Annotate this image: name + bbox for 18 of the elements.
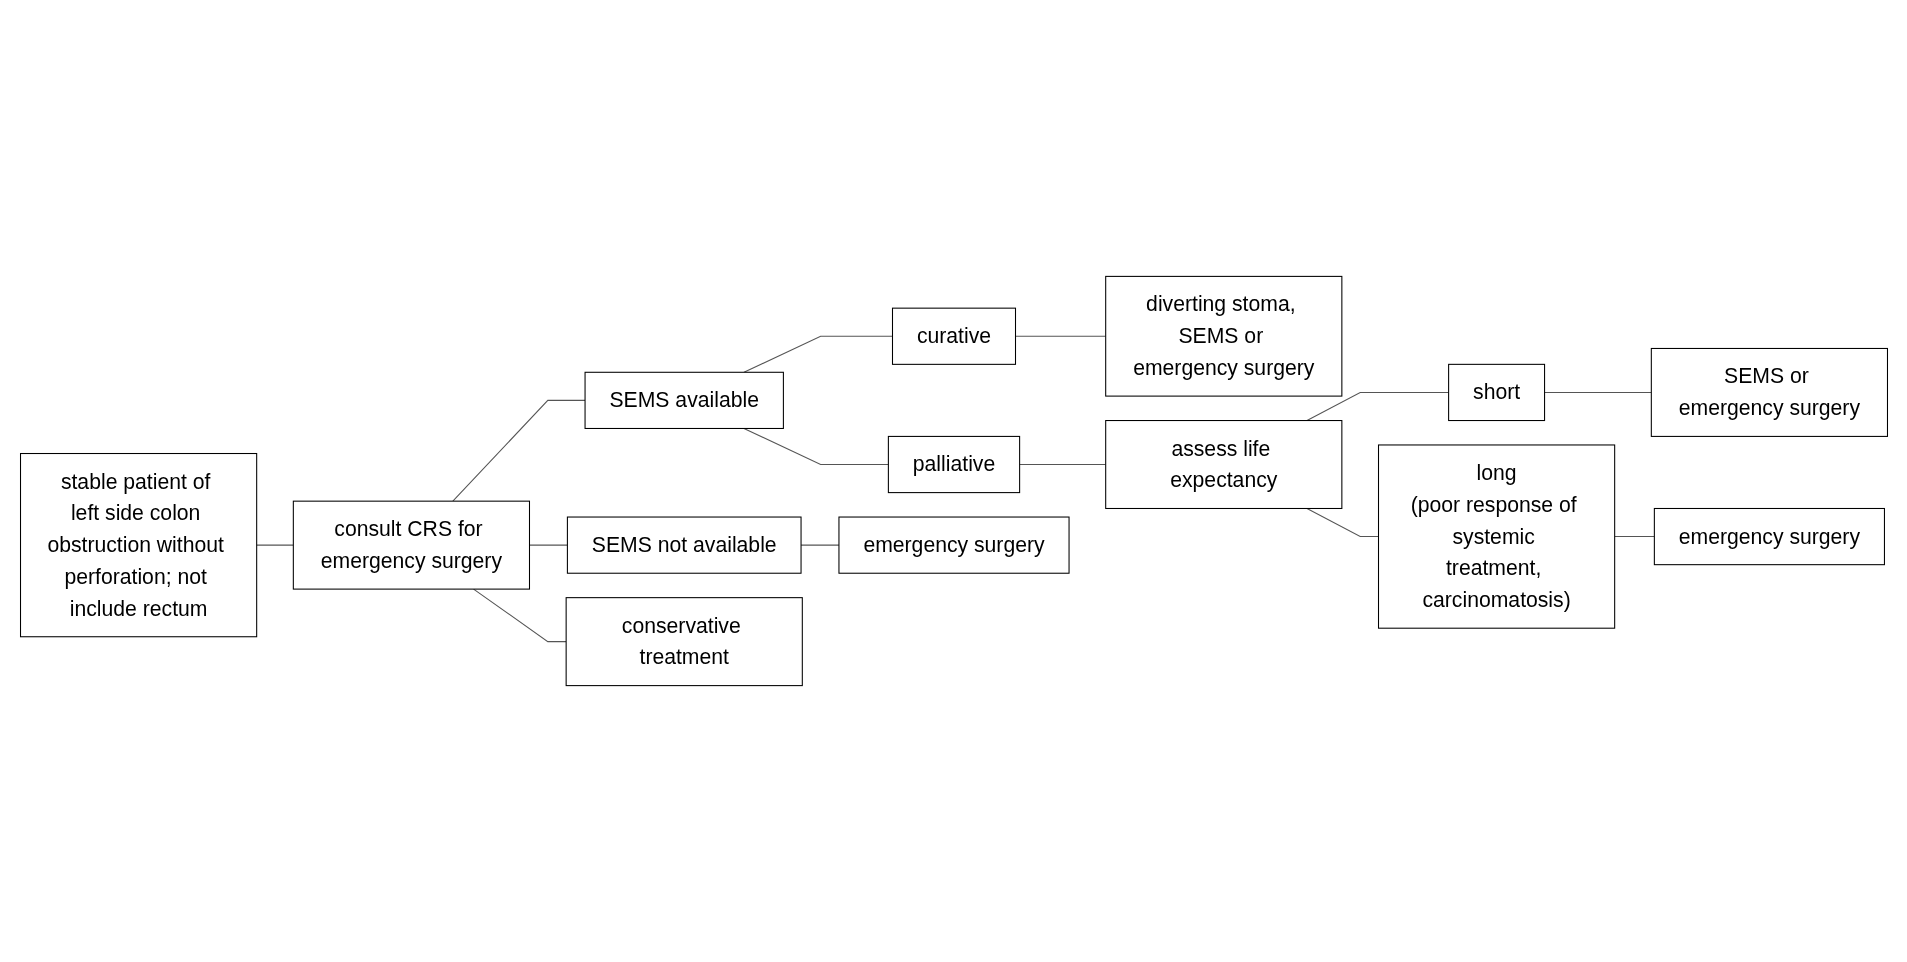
- node-box: conservative treatment: [565, 597, 803, 687]
- node-box: diverting stoma, SEMS or emergency surgery: [1104, 275, 1342, 397]
- node-box: assess life expectancy: [1104, 420, 1342, 509]
- node-box: palliative: [887, 435, 1020, 494]
- node-box: emergency surgery: [837, 516, 1070, 574]
- node-box: SEMS available: [584, 371, 784, 429]
- connector: [800, 544, 839, 546]
- connector: [742, 335, 893, 373]
- connector: [1306, 391, 1449, 422]
- node-box: stable patient of left side colon obstruction without perforation; not include rectum: [19, 453, 257, 638]
- node-box: short: [1447, 363, 1545, 422]
- node-box: emergency surgery: [1653, 507, 1885, 566]
- node-box: SEMS or emergency surgery: [1650, 347, 1888, 437]
- node-box: curative: [891, 307, 1016, 365]
- node-box: consult CRS for emergency surgery: [292, 500, 530, 590]
- connector: [1306, 507, 1379, 538]
- node-box: long (poor response of systemic treatment, carcinomatosis): [1377, 444, 1615, 629]
- node-box: SEMS not available: [566, 516, 802, 574]
